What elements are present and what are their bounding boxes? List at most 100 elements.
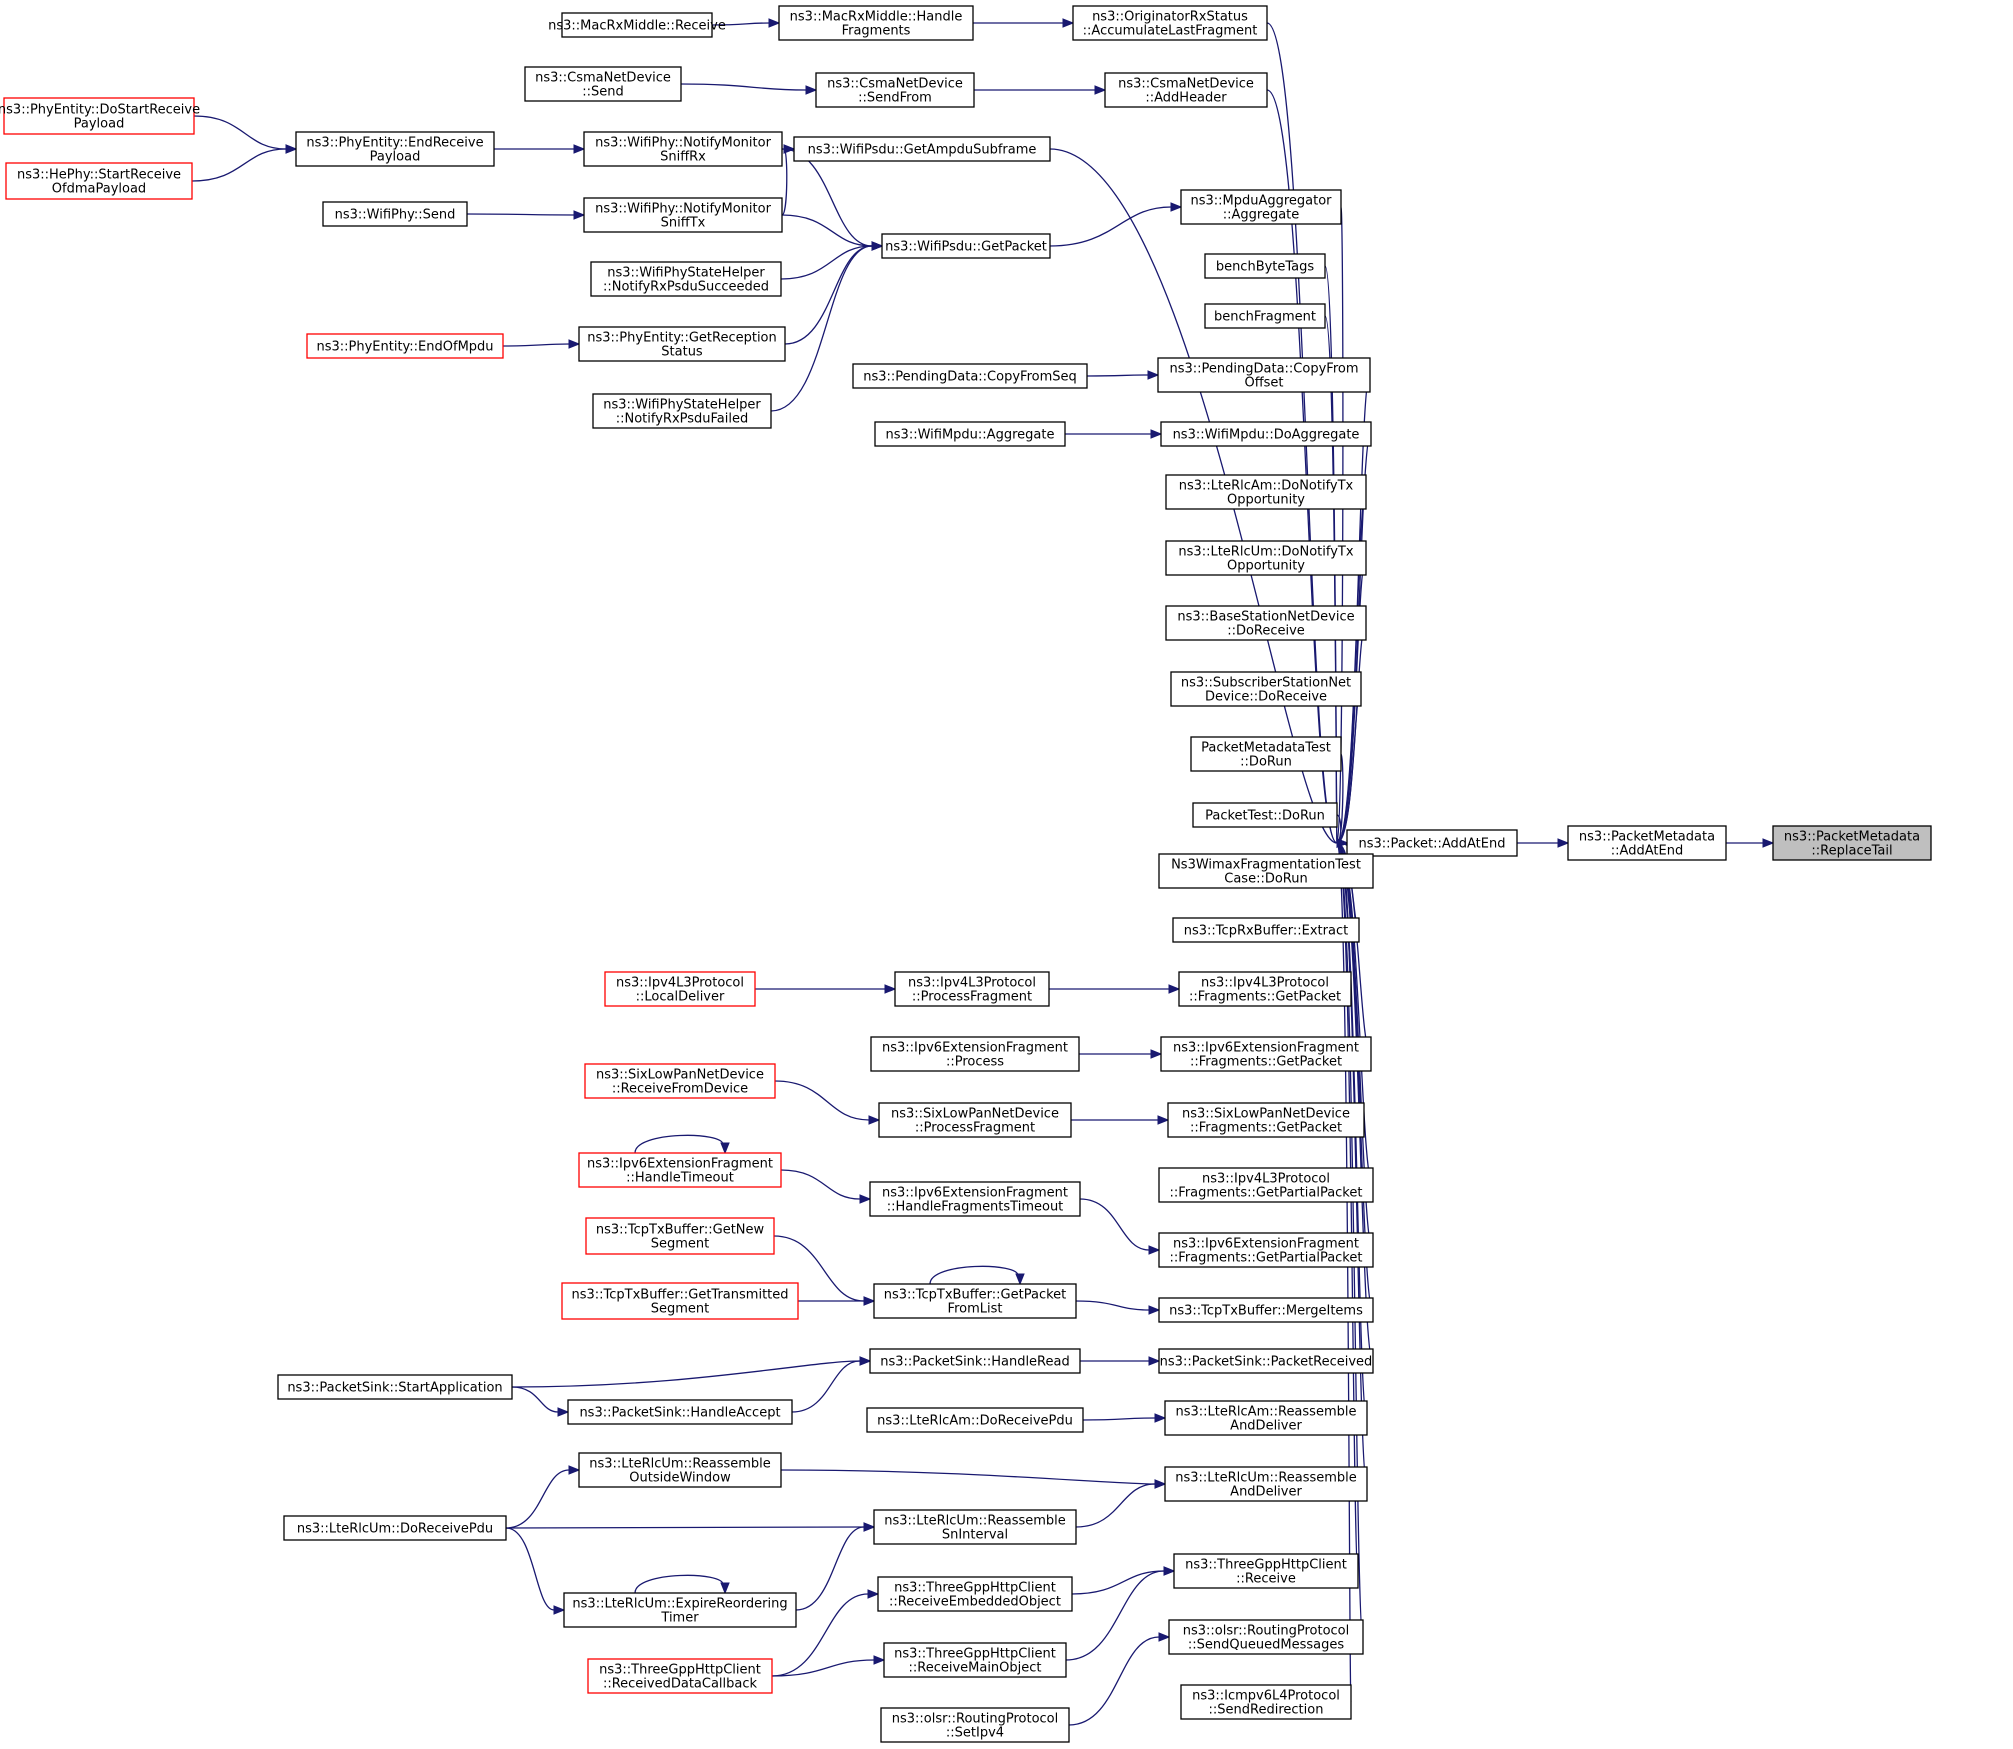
node-mpdu-doaggregate[interactable]: ns3::WifiMpdu::DoAggregate — [1160, 421, 1372, 447]
node-olsr-sendqueued[interactable]: ns3::olsr::RoutingProtocol::SendQueuedMe… — [1168, 1619, 1364, 1655]
node-box — [1158, 1232, 1374, 1268]
node-psh-failed[interactable]: ns3::WifiPhyStateHelper::NotifyRxPsduFai… — [592, 393, 772, 429]
node-box — [590, 261, 782, 297]
node-ipv4-frag-getpacket[interactable]: ns3::Ipv4L3Protocol::Fragments::GetPacke… — [1178, 971, 1352, 1007]
node-ipv6-process[interactable]: ns3::Ipv6ExtensionFragment::Process — [870, 1036, 1080, 1072]
node-box — [778, 5, 974, 41]
node-mpdu-aggregate[interactable]: ns3::MpduAggregator::Aggregate — [1180, 189, 1342, 225]
node-psdu-getpacket[interactable]: ns3::WifiPsdu::GetPacket — [881, 233, 1051, 259]
node-orig-accum[interactable]: ns3::OriginatorRxStatus::AccumulateLastF… — [1072, 5, 1268, 41]
node-label: ns3::LteRlcUm::DoNotifyTx — [1178, 545, 1353, 560]
node-ipv6-frag-partial[interactable]: ns3::Ipv6ExtensionFragment::Fragments::G… — [1158, 1232, 1374, 1268]
node-sink-startapp[interactable]: ns3::PacketSink::StartApplication — [277, 1374, 513, 1400]
node-icmp-sendredirection[interactable]: ns3::Icmpv6L4Protocol::SendRedirection — [1180, 1684, 1352, 1720]
node-sixlow-frag-getpacket[interactable]: ns3::SixLowPanNetDevice::Fragments::GetP… — [1167, 1102, 1365, 1138]
node-label: ns3::PacketMetadata — [1784, 830, 1920, 845]
edge-psh-succeeded-to-psdu-getpacket — [780, 241, 884, 280]
node-label: ::HandleTimeout — [626, 1171, 734, 1186]
node-box — [283, 1515, 507, 1541]
edge-rlcum-doreceivepdu-to-rlcum-outside — [505, 1465, 581, 1529]
node-mpdu-aggregate2[interactable]: ns3::WifiMpdu::Aggregate — [874, 421, 1066, 447]
node-tcptx-mergeitems[interactable]: ns3::TcpTxBuffer::MergeItems — [1158, 1297, 1374, 1323]
edge-rlcum-expire-to-rlcum-expire — [634, 1574, 730, 1595]
node-box — [583, 197, 783, 233]
node-label: ns3::PacketMetadata — [1579, 830, 1715, 845]
node-olsr-setipv4[interactable]: ns3::olsr::RoutingProtocol::SetIpv4 — [880, 1707, 1070, 1743]
node-mac-receive[interactable]: ns3::MacRxMiddle::Receive — [548, 12, 726, 38]
node-pm-addatend[interactable]: ns3::PacketMetadata::AddAtEnd — [1567, 825, 1727, 861]
node-bs-doreceive[interactable]: ns3::BaseStationNetDevice::DoReceive — [1165, 605, 1367, 641]
node-ipv4-frag-partial[interactable]: ns3::Ipv4L3Protocol::Fragments::GetParti… — [1158, 1167, 1374, 1203]
edge-pd-copyfromseq-to-pd-copyfromoffset — [1086, 370, 1160, 380]
node-phy-endofmpdu[interactable]: ns3::PhyEntity::EndOfMpdu — [306, 333, 504, 359]
node-label: ::AddAtEnd — [1611, 844, 1683, 859]
node-pmt-dorun[interactable]: PacketMetadataTest::DoRun — [1190, 736, 1342, 772]
node-label: ::Fragments::GetPartialPacket — [1170, 1186, 1363, 1201]
node-http-mainobject[interactable]: ns3::ThreeGppHttpClient::ReceiveMainObje… — [883, 1642, 1067, 1678]
node-rlcum-doreceivepdu[interactable]: ns3::LteRlcUm::DoReceivePdu — [283, 1515, 507, 1541]
edge-notify-snifftx-to-psdu-ampdu — [781, 144, 796, 216]
node-box — [1167, 1102, 1365, 1138]
node-sixlow-processfrag[interactable]: ns3::SixLowPanNetDevice::ProcessFragment — [878, 1102, 1072, 1138]
node-replace-tail[interactable]: ns3::PacketMetadata::ReplaceTail — [1772, 825, 1932, 861]
node-ipv6-handlefragtimeout[interactable]: ns3::Ipv6ExtensionFragment::HandleFragme… — [869, 1181, 1081, 1217]
node-pt-dorun[interactable]: PacketTest::DoRun — [1192, 802, 1338, 828]
node-http-datacallback[interactable]: ns3::ThreeGppHttpClient::ReceivedDataCal… — [587, 1658, 773, 1694]
node-csma-sendfrom[interactable]: ns3::CsmaNetDevice::SendFrom — [815, 72, 975, 108]
node-sink-handleaccept[interactable]: ns3::PacketSink::HandleAccept — [567, 1399, 793, 1425]
node-sink-packetreceived[interactable]: ns3::PacketSink::PacketReceived — [1158, 1348, 1374, 1374]
node-http-embedded[interactable]: ns3::ThreeGppHttpClient::ReceiveEmbedded… — [877, 1576, 1073, 1612]
node-ss-doreceive[interactable]: ns3::SubscriberStationNetDevice::DoRecei… — [1170, 671, 1362, 707]
node-psh-succeeded[interactable]: ns3::WifiPhyStateHelper::NotifyRxPsduSuc… — [590, 261, 782, 297]
node-box — [1172, 917, 1360, 943]
node-ipv6-frag-getpacket[interactable]: ns3::Ipv6ExtensionFragment::Fragments::G… — [1160, 1036, 1372, 1072]
node-csma-send[interactable]: ns3::CsmaNetDevice::Send — [524, 66, 682, 102]
node-box — [567, 1399, 793, 1425]
node-bench-bytetags[interactable]: benchByteTags — [1204, 253, 1326, 279]
node-http-receive[interactable]: ns3::ThreeGppHttpClient::Receive — [1173, 1553, 1359, 1589]
node-box — [881, 233, 1051, 259]
node-tcprx-extract[interactable]: ns3::TcpRxBuffer::Extract — [1172, 917, 1360, 943]
node-ipv4-processfrag[interactable]: ns3::Ipv4L3Protocol::ProcessFragment — [894, 971, 1050, 1007]
edge-rlcum-outside-to-rlcum-reassemble — [780, 1469, 1167, 1489]
node-label: ns3::Ipv4L3Protocol — [1201, 976, 1329, 991]
node-bench-fragment[interactable]: benchFragment — [1204, 303, 1326, 329]
node-wifiphy-send[interactable]: ns3::WifiPhy::Send — [322, 201, 468, 227]
node-label: ns3::PendingData::CopyFromSeq — [863, 370, 1077, 385]
node-sink-handleread[interactable]: ns3::PacketSink::HandleRead — [869, 1348, 1081, 1374]
node-pd-copyfromseq[interactable]: ns3::PendingData::CopyFromSeq — [852, 363, 1088, 389]
node-ipv6-handletimeout[interactable]: ns3::Ipv6ExtensionFragment::HandleTimeou… — [578, 1152, 782, 1188]
node-ipv4-localdeliver[interactable]: ns3::Ipv4L3Protocol::LocalDeliver — [604, 971, 756, 1007]
node-label: ns3::WifiPhyStateHelper — [607, 266, 765, 281]
node-label: PacketTest::DoRun — [1205, 809, 1325, 824]
node-label: OutsideWindow — [629, 1471, 731, 1486]
edge-sixlow-receivefrom-to-sixlow-processfrag — [774, 1080, 881, 1125]
node-sixlow-receivefrom[interactable]: ns3::SixLowPanNetDevice::ReceiveFromDevi… — [584, 1063, 776, 1099]
node-label: ns3::PhyEntity::DoStartReceive — [0, 103, 200, 118]
node-mac-handle-frag[interactable]: ns3::MacRxMiddle::HandleFragments — [778, 5, 974, 41]
node-pkt-addatend[interactable]: ns3::Packet::AddAtEnd — [1346, 829, 1518, 857]
node-rlcam-doreceivepdu[interactable]: ns3::LteRlcAm::DoReceivePdu — [866, 1407, 1084, 1433]
node-psdu-ampdu[interactable]: ns3::WifiPsdu::GetAmpduSubframe — [793, 136, 1051, 162]
node-label: ns3::TcpRxBuffer::Extract — [1184, 924, 1348, 939]
node-label: AndDeliver — [1230, 1485, 1302, 1500]
node-csma-addheader[interactable]: ns3::CsmaNetDevice::AddHeader — [1104, 72, 1268, 108]
